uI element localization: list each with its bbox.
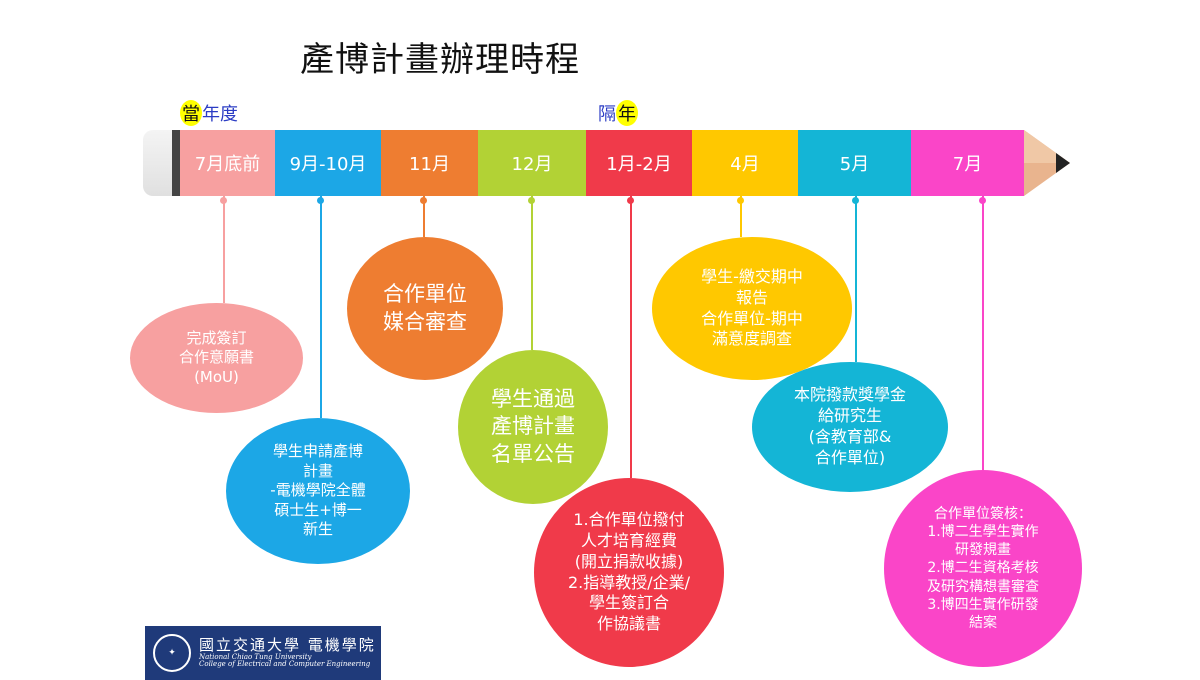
milestone-text: 完成簽訂 合作意願書 (MoU) <box>178 328 254 386</box>
connector-line <box>630 196 632 478</box>
pencil-band <box>172 130 180 196</box>
connector-dot <box>627 197 634 204</box>
pencil-tip-icon <box>1024 130 1070 196</box>
logo-english-college: College of Electrical and Computer Engin… <box>199 660 371 669</box>
timeline-segment: 1月-2月 <box>586 130 692 196</box>
current-year-label: 當年度 <box>180 100 238 126</box>
timeline-segment: 9月-10月 <box>275 130 381 196</box>
current-year-highlight: 當 <box>180 100 202 126</box>
connector-dot <box>737 197 744 204</box>
milestone-text: 1.合作單位撥付 人才培育經費 (開立捐款收據) 2.指導教授/企業/ 學生簽訂… <box>567 510 691 634</box>
timeline-segment: 11月 <box>381 130 478 196</box>
timeline-segment: 5月 <box>798 130 911 196</box>
university-logo: ✦ 國立交通大學 電機學院 National Chiao Tung Univer… <box>145 626 381 680</box>
connector-line <box>423 196 425 237</box>
milestone-bubble: 本院撥款獎學金 給研究生 (含教育部& 合作單位) <box>752 362 948 492</box>
milestone-bubble: 完成簽訂 合作意願書 (MoU) <box>130 303 303 413</box>
milestone-bubble: 合作單位簽核： 1.博二生學生實作 研發規畫 2.博二生資格考核 及研究構想書審… <box>884 470 1082 667</box>
connector-line <box>223 196 225 303</box>
timeline-segment: 12月 <box>478 130 586 196</box>
current-year-text: 年度 <box>202 104 238 125</box>
milestone-text: 學生通過 產博計畫 名單公告 <box>491 387 575 466</box>
logo-chinese-name: 國立交通大學 電機學院 <box>199 636 376 655</box>
milestone-bubble: 學生申請產博 計畫 -電機學院全體 碩士生+博一 新生 <box>226 418 410 564</box>
connector-line <box>740 196 742 237</box>
milestone-bubble: 合作單位 媒合審查 <box>347 237 503 380</box>
connector-line <box>982 196 984 470</box>
connector-line <box>320 196 322 418</box>
connector-dot <box>528 197 535 204</box>
connector-dot <box>420 197 427 204</box>
milestone-bubble: 1.合作單位撥付 人才培育經費 (開立捐款收據) 2.指導教授/企業/ 學生簽訂… <box>534 478 724 667</box>
connector-line <box>855 196 857 362</box>
milestone-text: 合作單位 媒合審查 <box>383 282 467 334</box>
next-year-text: 隔 <box>598 104 616 125</box>
connector-dot <box>852 197 859 204</box>
milestone-bubble: 學生通過 產博計畫 名單公告 <box>458 350 608 504</box>
connector-line <box>531 196 533 350</box>
next-year-label: 隔年 <box>598 100 638 126</box>
milestone-text: 學生申請產博 計畫 -電機學院全體 碩士生+博一 新生 <box>270 442 366 539</box>
page-title: 產博計畫辦理時程 <box>300 40 580 80</box>
timeline-segment: 7月底前 <box>180 130 275 196</box>
connector-dot <box>979 197 986 204</box>
next-year-highlight: 年 <box>616 100 638 126</box>
timeline-segment: 4月 <box>692 130 798 196</box>
milestone-bubble: 學生-繳交期中 報告 合作單位-期中 滿意度調查 <box>652 237 852 380</box>
timeline-segment: 7月 <box>911 130 1024 196</box>
milestone-text: 合作單位簽核： 1.博二生學生實作 研發規畫 2.博二生資格考核 及研究構想書審… <box>927 505 1039 631</box>
university-seal-icon: ✦ <box>153 634 191 672</box>
connector-dot <box>317 197 324 204</box>
milestone-text: 本院撥款獎學金 給研究生 (含教育部& 合作單位) <box>793 385 906 467</box>
logo-english-name: National Chiao Tung University <box>199 652 312 661</box>
connector-dot <box>220 197 227 204</box>
milestone-text: 學生-繳交期中 報告 合作單位-期中 滿意度調查 <box>701 266 803 349</box>
